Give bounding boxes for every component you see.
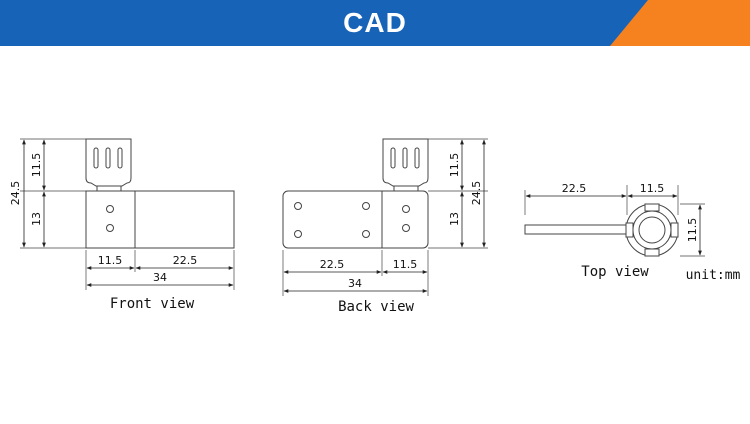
front-dim-lower-height: 13 [30, 212, 43, 226]
top-dimensions [525, 194, 702, 256]
accent-shape [610, 0, 750, 46]
front-dim-total-width: 34 [153, 271, 167, 284]
back-dim-total-width: 34 [348, 277, 362, 290]
front-dimensions [22, 139, 234, 287]
front-dim-upper-height: 11.5 [30, 153, 43, 178]
front-dim-total-height: 24.5 [9, 181, 22, 206]
top-dim-height: 11.5 [686, 218, 699, 243]
front-view-caption: Front view [110, 296, 195, 312]
front-dim-right-width: 22.5 [173, 254, 198, 267]
front-view [20, 138, 235, 290]
page-title: CAD [343, 7, 407, 38]
top-dim-left-width: 22.5 [562, 182, 587, 195]
back-dimensions [283, 139, 486, 293]
top-view-caption: Top view [581, 264, 649, 280]
back-dim-right-width: 11.5 [393, 258, 418, 271]
back-tab [382, 138, 429, 187]
back-view [282, 138, 488, 296]
front-dim-left-width: 11.5 [98, 254, 123, 267]
header-accent [610, 0, 750, 46]
back-dim-total-height: 24.5 [470, 181, 483, 206]
unit-label: unit:mm [686, 268, 741, 283]
back-view-caption: Back view [338, 299, 414, 315]
top-strip [524, 224, 631, 235]
back-dim-left-width: 22.5 [320, 258, 345, 271]
top-dim-right-width: 11.5 [640, 182, 665, 195]
front-tab [85, 138, 132, 187]
top-view [524, 185, 705, 257]
header-banner: CAD [0, 0, 750, 46]
back-dim-lower-height: 13 [448, 212, 461, 226]
front-body [85, 190, 235, 249]
back-body [282, 190, 429, 249]
back-dim-upper-height: 11.5 [448, 153, 461, 178]
top-ring-outer [625, 203, 679, 257]
